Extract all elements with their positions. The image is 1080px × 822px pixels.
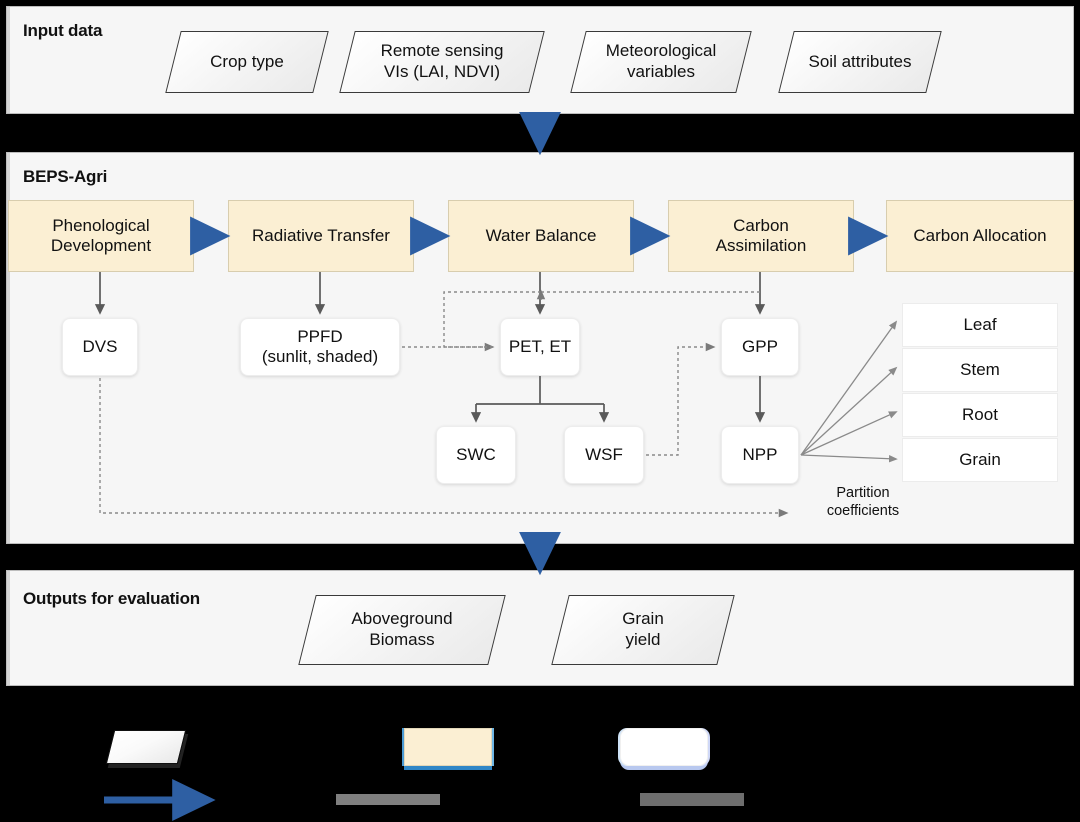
organ-label: Stem [960,360,1000,379]
organ-label: Leaf [963,315,997,334]
process-label: Water Balance [485,225,597,245]
output-shape-aboveground-biomass: Aboveground Biomass [298,595,506,665]
organ-root: Root [902,393,1058,437]
input-data-panel-title: Input data [23,21,103,40]
process-radiative-transfer: Radiative Transfer [228,200,414,272]
organ-stem: Stem [902,348,1058,392]
input-shape-remote-sensing: Remote sensing VIs (LAI, NDVI) [339,31,545,93]
process-phenological-development: Phenological Development [8,200,194,272]
variable-label: PPFD (sunlit, shaded) [261,326,379,366]
variable-ppfd: PPFD (sunlit, shaded) [240,318,400,376]
process-label: Radiative Transfer [252,225,390,245]
process-label: Phenological Development [50,215,152,255]
variable-label: WSF [585,444,623,464]
variable-npp: NPP [721,426,799,484]
organ-grain: Grain [902,438,1058,482]
organ-label: Root [962,405,998,424]
beps-agri-panel-title: BEPS-Agri [23,167,108,186]
process-carbon-assimilation: Carbon Assimilation [668,200,854,272]
process-water-balance: Water Balance [448,200,634,272]
legend-arrow-overlay [104,779,216,821]
process-carbon-allocation: Carbon Allocation [886,200,1074,272]
gray-redacted-bar-icon [640,793,744,806]
process-label: Carbon Allocation [913,225,1047,245]
legend-strip [0,690,1080,822]
output-shape-aboveground-biomass-label: Aboveground Biomass [351,609,453,649]
variable-swc: SWC [436,426,516,484]
input-data-panel: Input data Crop type Remote sensing VIs … [6,6,1074,114]
variable-label: DVS [82,336,118,356]
variable-label: PET, ET [508,336,572,356]
input-shape-remote-sensing-label: Remote sensing VIs (LAI, NDVI) [380,41,504,81]
process-label: Carbon Assimilation [715,215,807,255]
outputs-panel-title: Outputs for evaluation [23,589,200,608]
variable-wsf: WSF [564,426,644,484]
variable-pet-et: PET, ET [500,318,580,376]
input-shape-soil-attributes: Soil attributes [778,31,942,93]
rounded-rectangle-shape-icon [620,728,708,766]
variable-gpp: GPP [721,318,799,376]
input-shape-soil-attributes-label: Soil attributes [808,51,912,71]
partition-coefficients-label: Partition coefficients [826,485,900,520]
organ-label: Grain [959,450,1001,469]
input-shape-meteorological-label: Meteorological variables [605,41,717,81]
variable-label: GPP [742,336,778,356]
variable-dvs: DVS [62,318,138,376]
variable-label: SWC [456,444,496,464]
input-shape-meteorological: Meteorological variables [570,31,752,93]
output-shape-grain-yield-label: Grain yield [622,609,664,649]
outputs-panel: Outputs for evaluation Aboveground Bioma… [6,570,1074,686]
input-shape-crop-type: Crop type [165,31,329,93]
variable-label: NPP [742,444,778,464]
input-shape-crop-type-label: Crop type [210,51,284,71]
output-shape-grain-yield: Grain yield [551,595,735,665]
process-rectangle-shape-icon [404,728,492,766]
gray-redacted-bar-icon [336,794,440,805]
organ-leaf: Leaf [902,303,1058,347]
